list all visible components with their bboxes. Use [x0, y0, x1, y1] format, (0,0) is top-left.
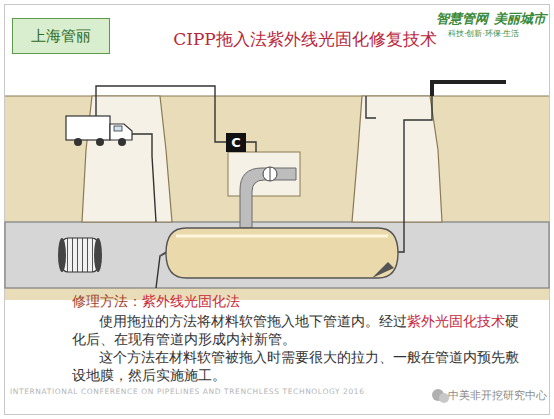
- control-unit: C: [226, 133, 246, 152]
- logo-text: 智慧管网: [436, 10, 488, 28]
- description-run: 紫外光固化技术: [407, 313, 505, 329]
- winch-line: [432, 82, 506, 96]
- host-pipe: [5, 222, 549, 288]
- cable-drum: [58, 238, 102, 272]
- company-badge: 上海管丽: [12, 18, 110, 54]
- node-label: 上海管丽: [31, 27, 91, 46]
- elbow-pipe: [240, 168, 296, 228]
- liner-capsule: [160, 228, 398, 278]
- node-label: C: [231, 135, 241, 150]
- slide-frame: [5, 5, 550, 415]
- slide-title: CIPP拖入法紫外线光固化修复技术: [160, 28, 450, 51]
- watermark: INTERNATIONAL CONFERENCE ON PIPELINES AN…: [10, 387, 365, 396]
- description-run: 这个方法在材料软管被拖入时需要很大的拉力、一般在管道内预先敷设地膜，然后实施施工…: [72, 349, 519, 383]
- logo-slogan: 科技·创新·环保·生活: [448, 29, 519, 39]
- description-run: 使用拖拉的方法将材料软管拖入地下管道内。经过: [99, 313, 407, 329]
- truck: [66, 116, 132, 146]
- source-label: 中美非开挖研究中心: [448, 389, 547, 403]
- method-heading: 修理方法：紫外线光固化法: [72, 292, 530, 310]
- description-paragraph: 使用拖拉的方法将材料软管拖入地下管道内。经过紫外光固化技术硬化后、在现有管道内形…: [72, 312, 530, 348]
- description-paragraph: 这个方法在材料软管被拖入时需要很大的拉力、一般在管道内预先敷设地膜，然后实施施工…: [72, 348, 530, 384]
- valve: [263, 167, 277, 181]
- cables: [96, 86, 432, 288]
- method-heading-label: 修理方法：: [72, 293, 142, 309]
- ground: [5, 96, 549, 300]
- method-heading-value: 紫外线光固化法: [142, 293, 240, 309]
- logo-text: 美丽城市: [494, 10, 546, 28]
- wechat-icon: [432, 389, 449, 403]
- description-text: 修理方法：紫外线光固化法使用拖拉的方法将材料软管拖入地下管道内。经过紫外光固化技…: [72, 292, 530, 384]
- receiving-pit: [352, 96, 442, 222]
